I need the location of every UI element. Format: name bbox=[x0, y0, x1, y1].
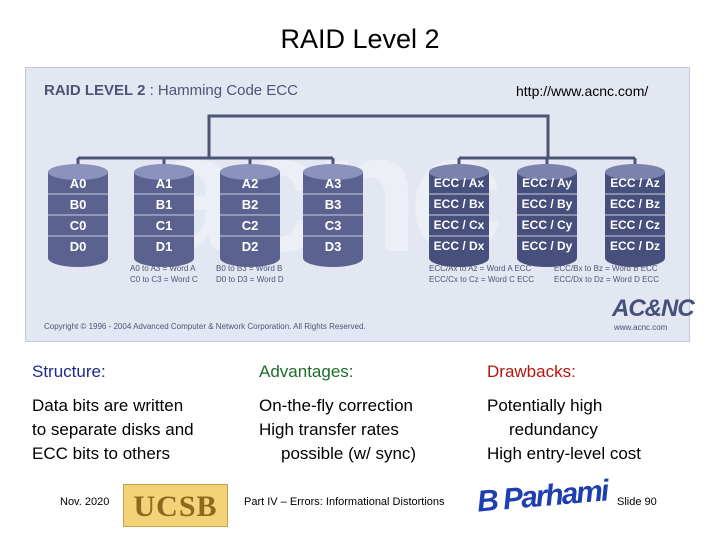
diagram-title: RAID LEVEL 2 : Hamming Code ECC bbox=[44, 82, 298, 99]
structure-line: Data bits are written bbox=[32, 396, 184, 415]
ucsb-logo: UCSB bbox=[123, 484, 228, 527]
disk-2: A2 B2 C2 D2 bbox=[219, 163, 281, 269]
disk-1: A1 B1 C1 D1 bbox=[133, 163, 195, 269]
structure-body: Data bits are written to separate disks … bbox=[32, 394, 194, 466]
structure-line: to separate disks and bbox=[32, 420, 194, 439]
disk-cell: D2 bbox=[241, 239, 259, 254]
disk-cell: A1 bbox=[155, 176, 173, 191]
disk-cell: D1 bbox=[155, 239, 173, 254]
ecc-disk-x: ECC / Ax ECC / Bx ECC / Cx ECC / Dx bbox=[428, 163, 490, 269]
slide-title: RAID Level 2 bbox=[280, 24, 440, 54]
ecc-cell: ECC / Bx bbox=[433, 197, 485, 211]
caption-line: A0 to A3 = Word A bbox=[130, 264, 196, 273]
trunk-line bbox=[207, 114, 550, 158]
advantages-heading: Advantages: bbox=[259, 362, 354, 381]
slide-number: Slide 90 bbox=[617, 496, 657, 508]
drawbacks-line: High entry-level cost bbox=[487, 444, 642, 463]
advantages-line: High transfer rates bbox=[259, 420, 399, 439]
ecc-disk-z: ECC / Az ECC / Bz ECC / Cz ECC / Dz bbox=[604, 163, 666, 269]
ecc-cell: ECC / Dz bbox=[609, 239, 660, 253]
disk-cell: D0 bbox=[69, 239, 87, 254]
disk-cell: B3 bbox=[324, 197, 342, 212]
ecc-cell: ECC / Bz bbox=[609, 197, 660, 211]
ecc-cell: ECC / Ay bbox=[522, 176, 572, 190]
ecc-cell: ECC / Dy bbox=[521, 239, 573, 253]
caption-line: C0 to C3 = Word C bbox=[130, 275, 198, 284]
disk-0: A0 B0 C0 D0 bbox=[47, 163, 109, 269]
ecc-cell: ECC / Cx bbox=[433, 218, 485, 232]
caption-line: B0 to B3 = Word B bbox=[216, 264, 283, 273]
disk-cell: A3 bbox=[324, 176, 342, 191]
structure-line: ECC bits to others bbox=[32, 444, 170, 463]
disk-cell: A0 bbox=[69, 176, 87, 191]
source-url: http://www.acnc.com/ bbox=[516, 83, 649, 99]
disk-cell: B2 bbox=[241, 197, 259, 212]
disk-cell: C1 bbox=[155, 218, 173, 233]
ecc-cell: ECC / Az bbox=[610, 176, 660, 190]
disk-cell: B0 bbox=[69, 197, 87, 212]
drawbacks-line: redundancy bbox=[509, 420, 598, 439]
disk-cell: D3 bbox=[324, 239, 342, 254]
caption-ecc-bd: ECC/Bx to Bz = Word B ECC ECC/Dx to Dz =… bbox=[554, 263, 659, 285]
caption-line: ECC/Cx to Cz = Word C ECC bbox=[429, 275, 534, 284]
acnc-logo-url: www.acnc.com bbox=[614, 323, 668, 332]
ecc-cell: ECC / Cy bbox=[521, 218, 573, 232]
connector-tree bbox=[76, 114, 637, 165]
caption-word-ac: A0 to A3 = Word A C0 to C3 = Word C bbox=[130, 263, 198, 285]
footer-date: Nov. 2020 bbox=[60, 496, 110, 508]
drawbacks-body: Potentially high redundancy High entry-l… bbox=[487, 394, 641, 466]
caption-line: ECC/Ax to Az = Word A ECC bbox=[429, 264, 532, 273]
disk-cell: C2 bbox=[241, 218, 259, 233]
diagram-title-bold: RAID LEVEL 2 bbox=[44, 82, 146, 99]
acnc-logo: AC&NC bbox=[612, 295, 695, 322]
caption-word-bd: B0 to B3 = Word B D0 to D3 = Word D bbox=[216, 263, 284, 285]
disk-3: A3 B3 C3 D3 bbox=[302, 163, 364, 269]
advantages-line: possible (w/ sync) bbox=[281, 444, 417, 463]
drawbacks-line: Potentially high bbox=[487, 396, 603, 415]
ecc-cell: ECC / Cz bbox=[609, 218, 660, 232]
raid-diagram: acnc RAID LEVEL 2 : Hamming Code ECC htt… bbox=[25, 67, 695, 342]
disk-cell: C3 bbox=[324, 218, 342, 233]
ecc-cell: ECC / Dx bbox=[433, 239, 485, 253]
caption-line: ECC/Dx to Dz = Word D ECC bbox=[554, 275, 659, 284]
ecc-disk-y: ECC / Ay ECC / By ECC / Cy ECC / Dy bbox=[516, 163, 578, 269]
footer-part: Part IV – Errors: Informational Distorti… bbox=[244, 496, 445, 508]
advantages-line: On-the-fly correction bbox=[259, 396, 413, 415]
caption-ecc-ac: ECC/Ax to Az = Word A ECC ECC/Cx to Cz =… bbox=[429, 263, 534, 285]
structure-heading: Structure: bbox=[32, 362, 106, 381]
disk-cell: B1 bbox=[155, 197, 173, 212]
copyright-text: Copyright © 1996 - 2004 Advanced Compute… bbox=[44, 322, 366, 331]
caption-line: ECC/Bx to Bz = Word B ECC bbox=[554, 264, 658, 273]
disk-cell: A2 bbox=[241, 176, 259, 191]
drawbacks-heading: Drawbacks: bbox=[487, 362, 576, 381]
diagram-title-sub: : Hamming Code ECC bbox=[145, 82, 298, 99]
ecc-cell: ECC / By bbox=[521, 197, 573, 211]
ecc-cell: ECC / Ax bbox=[433, 176, 485, 190]
disk-cell: C0 bbox=[69, 218, 87, 233]
author-signature: B Parhami bbox=[475, 474, 609, 519]
advantages-body: On-the-fly correction High transfer rate… bbox=[259, 394, 416, 466]
caption-line: D0 to D3 = Word D bbox=[216, 275, 284, 284]
